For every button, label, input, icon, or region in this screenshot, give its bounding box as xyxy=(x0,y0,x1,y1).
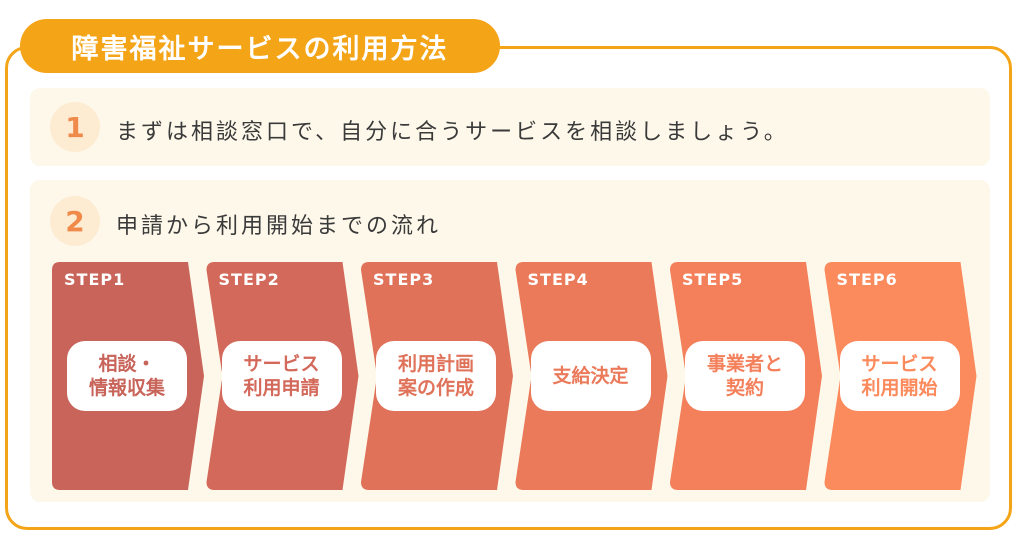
section-2-text: 申請から利用開始までの流れ xyxy=(116,214,442,239)
step-5-text-line: 契約 xyxy=(725,377,764,399)
step-2-label: STEP2 xyxy=(218,270,280,289)
step-6-label: STEP6 xyxy=(836,270,898,289)
section-1-text: まずは相談窓口で、自分に合うサービスを相談しましょう。 xyxy=(116,120,789,145)
step-3-text-line: 利用計画 xyxy=(397,353,474,375)
step-2-box: サービス利用申請 xyxy=(221,341,342,411)
section-1-panel: 1 まずは相談窓口で、自分に合うサービスを相談しましょう。 xyxy=(30,88,990,166)
page-title: 障害福祉サービスの利用方法 xyxy=(20,19,500,73)
step-6-text-line: 利用開始 xyxy=(861,377,938,399)
step-2-text-line: サービス xyxy=(243,353,320,375)
section-1-number: 1 xyxy=(50,102,100,152)
section-2-number: 2 xyxy=(50,196,100,246)
step-1-text-line: 情報収集 xyxy=(88,377,165,399)
step-4-box: 支給決定 xyxy=(530,341,651,411)
step-1-label: STEP1 xyxy=(64,270,126,289)
step-6-box: サービス利用開始 xyxy=(839,341,960,411)
step-2-text-line: 利用申請 xyxy=(243,377,320,399)
step-1-text-line: 相談・ xyxy=(98,353,156,375)
step-4-text-line: 支給決定 xyxy=(552,365,629,387)
step-3-label: STEP3 xyxy=(373,270,435,289)
step-3-box: 利用計画案の作成 xyxy=(376,341,496,411)
step-5-text-line: 事業者と xyxy=(706,353,783,375)
step-1-box: 相談・情報収集 xyxy=(67,341,187,411)
step-5-box: 事業者と契約 xyxy=(685,341,805,411)
step-3-text-line: 案の作成 xyxy=(397,377,474,399)
step-6-text-line: サービス xyxy=(861,353,938,375)
step-5-label: STEP5 xyxy=(682,270,744,289)
step-4-label: STEP4 xyxy=(527,270,589,289)
